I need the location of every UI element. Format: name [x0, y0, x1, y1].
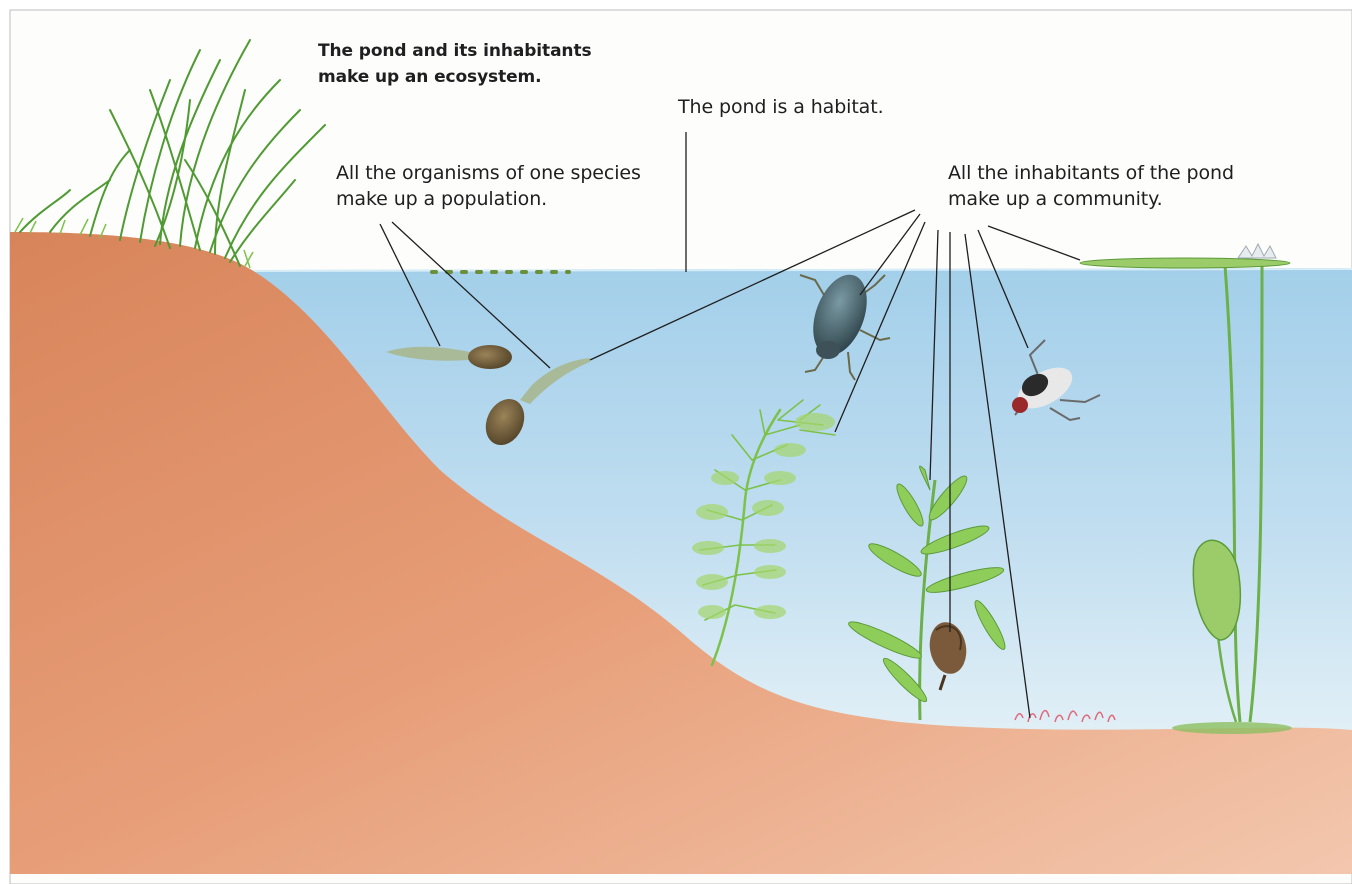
population-label-line-2: make up a population.: [336, 186, 641, 212]
ecosystem-label-line-1: The pond and its inhabitants: [318, 38, 591, 64]
community-label-line-2: make up a community.: [948, 186, 1234, 212]
community-label: All the inhabitants of the pond make up …: [948, 160, 1234, 212]
ecosystem-label-line-2: make up an ecosystem.: [318, 64, 591, 90]
ecosystem-label: The pond and its inhabitants make up an …: [318, 38, 591, 90]
community-label-line-1: All the inhabitants of the pond: [948, 160, 1234, 186]
habitat-label: The pond is a habitat.: [678, 94, 884, 120]
population-label-line-1: All the organisms of one species: [336, 160, 641, 186]
habitat-label-text: The pond is a habitat.: [678, 94, 884, 120]
population-label: All the organisms of one species make up…: [336, 160, 641, 212]
